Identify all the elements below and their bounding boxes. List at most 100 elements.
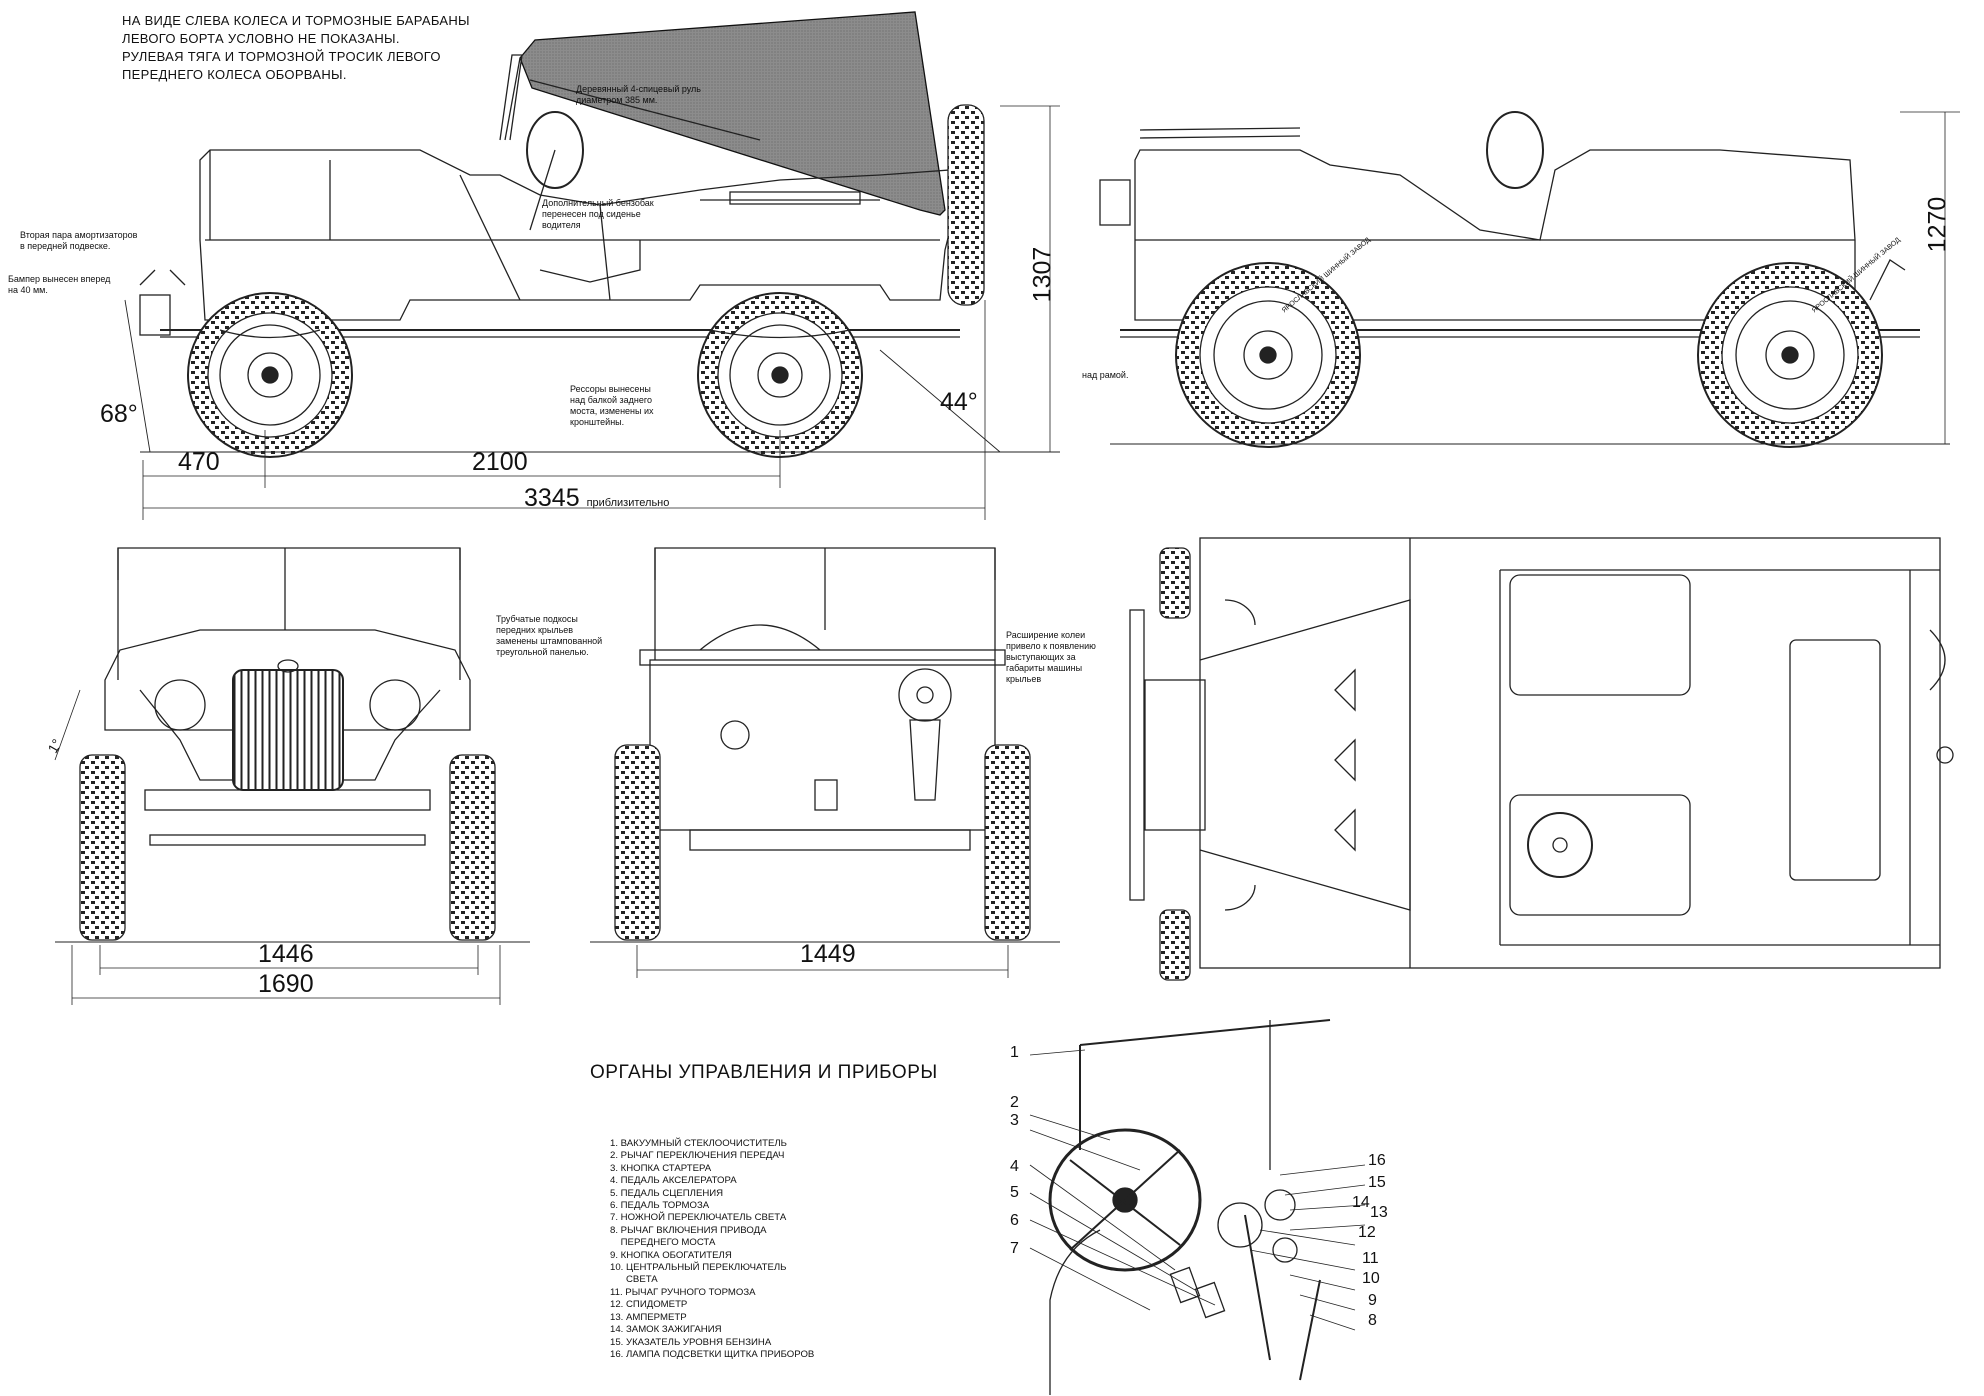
callout-number: 8 <box>1368 1312 1377 1329</box>
side-view-right <box>1099 111 1960 448</box>
top-note: НА ВИДЕ СЛЕВА КОЛЕСА И ТОРМОЗНЫЕ БАРАБАН… <box>122 12 470 84</box>
headlight-left <box>154 679 206 731</box>
legend-item: 8. РЫЧАГ ВКЛЮЧЕНИЯ ПРИВОДА <box>610 1224 767 1236</box>
note-line: кронштейны. <box>570 417 625 427</box>
note-line: Расширение колеи <box>1006 630 1086 640</box>
callout-number: 10 <box>1362 1270 1380 1287</box>
note-fender-tubes: Трубчатые подкосы передних крыльев замен… <box>496 614 602 658</box>
note-line: Трубчатые подкосы <box>496 614 578 624</box>
legend-item: ПЕРЕДНЕГО МОСТА <box>610 1237 716 1249</box>
dim-length-value: 3345 <box>524 484 580 512</box>
note-line: передних крыльев <box>496 625 574 635</box>
rear-wheel-side <box>697 292 863 458</box>
legend-item: 1. ВАКУУМНЫЙ СТЕКЛООЧИСТИТЕЛЬ <box>610 1138 787 1149</box>
note-line: моста, изменены их <box>570 406 654 416</box>
controls-steering-wheel <box>1048 1128 1202 1272</box>
note-bumper: Бампер вынесен вперед на 40 мм. <box>8 274 110 296</box>
note-line: Рессоры вынесены <box>570 384 651 394</box>
legend-item: 15. УКАЗАТЕЛЬ УРОВНЯ БЕНЗИНА <box>610 1336 772 1348</box>
front-tire-right <box>449 754 496 941</box>
callout-number: 3 <box>1010 1112 1019 1129</box>
front-view <box>54 547 530 1005</box>
note-line: в передней подвеске. <box>20 241 111 251</box>
legend-item: 11. РЫЧАГ РУЧНОГО ТОРМОЗА <box>610 1286 756 1298</box>
note-steering-wheel: Деревянный 4-спицевый руль диаметром 385… <box>576 84 701 106</box>
legend-item: 16. ЛАМПА ПОДСВЕТКИ ЩИТКА ПРИБОРОВ <box>610 1348 815 1360</box>
top-view <box>1129 537 1954 981</box>
callout-number: 7 <box>1010 1240 1019 1257</box>
note-fuel-tank: Дополнительный бензобак перенесен под си… <box>542 198 654 231</box>
callout-number: 14 <box>1352 1194 1370 1211</box>
front-wheel-side <box>187 292 353 458</box>
note-line: крыльев <box>1006 674 1042 684</box>
note-line: выступающих за <box>1006 652 1076 662</box>
callout-number: 2 <box>1010 1094 1019 1111</box>
controls-legend: 1. ВАКУУМНЫЙ СТЕКЛООЧИСТИТЕЛЬ 2. РЫЧАГ П… <box>610 1138 814 1361</box>
legend-item: 4. ПЕДАЛЬ АКСЕЛЕРАТОРА <box>610 1175 737 1187</box>
legend-item: 13. АМПЕРМЕТР <box>610 1311 687 1323</box>
rear-view <box>590 547 1060 978</box>
legend-item: 12. СПИДОМЕТР <box>610 1299 688 1311</box>
dim-height-side: 1307 <box>1028 246 1057 303</box>
dim-wheelbase: 2100 <box>472 448 528 476</box>
headlight-right <box>369 679 421 731</box>
rear-wheel-right <box>1175 262 1361 448</box>
canvas-top <box>519 11 946 216</box>
note-track: Расширение колеи привело к появлению выс… <box>1006 630 1096 685</box>
dim-track-front: 1446 <box>258 940 314 968</box>
note-frame: над рамой. <box>1082 370 1128 381</box>
callout-number: 15 <box>1368 1174 1386 1191</box>
note-line: над рамой. <box>1082 370 1129 380</box>
legend-item: СВЕТА <box>610 1274 658 1286</box>
note-line: треугольной панелью. <box>496 647 589 657</box>
legend-item: 7. НОЖНОЙ ПЕРЕКЛЮЧАТЕЛЬ СВЕТА <box>610 1212 787 1224</box>
legend-item: 6. ПЕДАЛЬ ТОРМОЗА <box>610 1200 710 1212</box>
legend-item: 10. ЦЕНТРАЛЬНЫЙ ПЕРЕКЛЮЧАТЕЛЬ <box>610 1262 787 1274</box>
front-wheel-right <box>1697 262 1883 448</box>
callout-number: 9 <box>1368 1292 1377 1309</box>
dim-width: 1690 <box>258 970 314 998</box>
note-springs: Рессоры вынесены над балкой заднего мост… <box>570 384 654 428</box>
note-line: на 40 мм. <box>8 285 48 295</box>
top-tire-fl <box>1159 547 1191 619</box>
radiator-grille <box>232 669 344 791</box>
callout-number: 4 <box>1010 1158 1019 1175</box>
top-note-line: РУЛЕВАЯ ТЯГА И ТОРМОЗНОЙ ТРОСИК ЛЕВОГО <box>122 49 441 64</box>
side-view-left <box>124 11 1060 520</box>
dim-length: 3345 приблизительно <box>524 484 669 513</box>
spare-wheel <box>947 104 985 306</box>
top-note-line: ЛЕВОГО БОРТА УСЛОВНО НЕ ПОКАЗАНЫ. <box>122 31 400 46</box>
callout-number: 16 <box>1368 1152 1386 1169</box>
dim-approach-angle: 68° <box>100 400 138 428</box>
rear-tire-right <box>984 744 1031 941</box>
dim-overhang: 470 <box>178 448 220 476</box>
note-line: Вторая пара амортизаторов <box>20 230 138 240</box>
legend-item: 5. ПЕДАЛЬ СЦЕПЛЕНИЯ <box>610 1187 724 1199</box>
legend-item: 9. КНОПКА ОБОГАТИТЕЛЯ <box>610 1249 732 1261</box>
note-line: Бампер вынесен вперед <box>8 274 111 284</box>
note-line: диаметром 385 мм. <box>576 95 658 105</box>
top-note-line: ПЕРЕДНЕГО КОЛЕСА ОБОРВАНЫ. <box>122 67 347 82</box>
dim-departure-angle: 44° <box>940 388 978 416</box>
dim-length-note: приблизительно <box>586 497 670 509</box>
dim-height-right: 1270 <box>1923 196 1952 253</box>
note-line: Деревянный 4-спицевый руль <box>576 84 701 94</box>
note-line: водителя <box>542 220 581 230</box>
rear-tire-left <box>614 744 661 941</box>
front-tire-left <box>79 754 126 941</box>
top-steering-wheel <box>1527 812 1593 878</box>
legend-item: 3. КНОПКА СТАРТЕРА <box>610 1162 712 1174</box>
dim-track-rear: 1449 <box>800 940 856 968</box>
note-shock-absorbers: Вторая пара амортизаторов в передней под… <box>20 230 137 252</box>
callout-number: 5 <box>1010 1184 1019 1201</box>
callout-number: 11 <box>1362 1250 1379 1267</box>
note-line: над балкой заднего <box>570 395 652 405</box>
note-line: габариты машины <box>1006 663 1083 673</box>
callout-number: 1 <box>1010 1044 1019 1061</box>
note-line: заменены штампованной <box>496 636 603 646</box>
callout-number: 6 <box>1010 1212 1019 1229</box>
top-note-line: НА ВИДЕ СЛЕВА КОЛЕСА И ТОРМОЗНЫЕ БАРАБАН… <box>122 13 470 28</box>
callout-number: 13 <box>1370 1204 1388 1221</box>
